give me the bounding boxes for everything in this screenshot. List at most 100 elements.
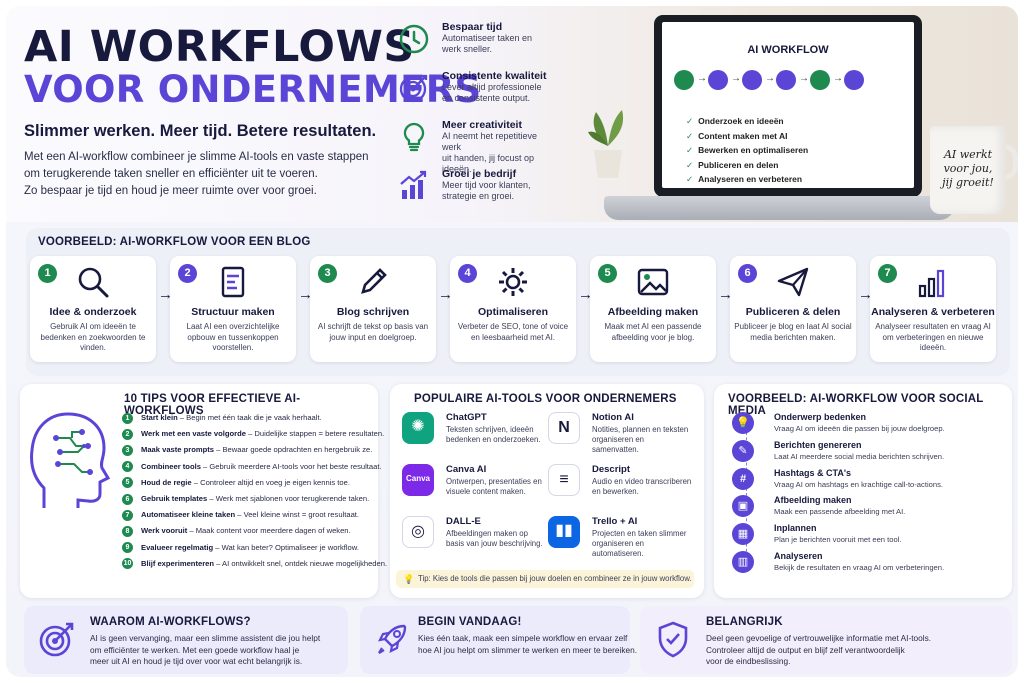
tip-title: Automatiseer kleine taken (141, 510, 236, 520)
social-step-description: Bekijk de resultaten en vraag AI om verb… (774, 563, 945, 572)
tool-description: Projecten en taken slimmer organiseren e… (592, 529, 687, 558)
tip-number: 6 (122, 493, 133, 505)
step-description: Publiceer je blog en laat AI social medi… (734, 322, 852, 342)
tip-title: Blijf experimenteren (141, 558, 215, 568)
checklist-item: ✓Onderzoek en ideeën (686, 114, 808, 129)
benefit-title: Meer creativiteit (442, 119, 522, 131)
step-description: Verbeter de SEO, tone of voice en leesba… (457, 322, 569, 342)
checklist-label: Bewerken en optimaliseren (698, 145, 809, 155)
benefit-desc: werk sneller. (442, 44, 493, 54)
tool-name: ChatGPT (446, 412, 487, 423)
tip-text: – Controleer altijd en voeg je eigen ken… (191, 477, 350, 487)
arrow-icon: → (697, 73, 707, 84)
step-description: Gebruik AI om ideeën te bedenken en zoek… (40, 322, 146, 352)
social-step-description: Laat AI meerdere social media berichten … (774, 451, 945, 461)
arrow-icon: → (833, 73, 843, 84)
tool-description: Teksten schrijven, ideeën bedenken en on… (446, 425, 541, 444)
document-icon (708, 70, 728, 90)
tip-title: Werk vooruit (141, 526, 188, 536)
clock-icon (399, 24, 429, 54)
tip-number: 7 (122, 509, 133, 521)
checklist-label: Analyseren en verbeteren (698, 174, 803, 184)
section-title: 10 TIPS VOOR EFFECTIEVE AI-WORKFLOWS (124, 393, 301, 417)
step-title: Idee & onderzoek (49, 306, 137, 318)
section-title: POPULAIRE AI-TOOLS VOOR ONDERNEMERS (414, 393, 677, 405)
arrow-icon: → (578, 286, 593, 303)
benefit-desc: strategie en groei. (442, 191, 515, 201)
magnifier-icon (78, 267, 109, 298)
step-title: Analyseren & verbeteren (871, 306, 995, 318)
pencil-icon: ✎ (732, 439, 754, 462)
check-icon: ✓ (686, 116, 694, 126)
box-line: om efficiënter te werken. Met een goede … (90, 644, 300, 655)
benefit-growth: Groei je bedrijf Meer tijd voor klanten,… (398, 168, 558, 216)
arrow-icon: → (799, 73, 809, 84)
tip-title: Combineer tools (141, 461, 201, 471)
benefit-desc: Automatiseer taken en (442, 33, 533, 43)
benefits-list: Bespaar tijd Automatiseer taken en werk … (398, 20, 558, 216)
tip-number: 3 (122, 444, 133, 456)
tip-text: – Maak content voor meerdere dagen of we… (187, 526, 351, 536)
laptop-screen: AI WORKFLOW → → → → → ✓Onderzoek en idee… (654, 15, 922, 197)
tip-number: 9 (122, 542, 133, 554)
benefit-desc: Meer tijd voor klanten, (442, 180, 531, 190)
social-step-title: Onderwerp bedenken (774, 412, 867, 422)
plant-illustration (588, 110, 624, 178)
box-line: AI is geen vervanging, maar een slimme a… (90, 633, 321, 643)
tip-text: – AI ontwikkelt snel, ontdek nieuwe moge… (214, 558, 388, 568)
lightbulb-icon (403, 122, 425, 152)
step-number: 6 (738, 264, 757, 283)
social-step-title: Hashtags & CTA's (774, 467, 851, 478)
bar-chart-icon (844, 70, 864, 90)
benefit-desc: en consistente output. (442, 93, 531, 103)
important-box: BELANGRIJK Deel geen gevoelige of vertro… (640, 606, 1012, 674)
box-line: voor de eindbeslissing. (706, 656, 791, 666)
tools-panel: POPULAIRE AI-TOOLS VOOR ONDERNEMERS ✺Cha… (390, 384, 704, 598)
title-line-1: AI WORKFLOWS (24, 22, 415, 72)
pencil-icon (361, 268, 387, 294)
box-line: hoe AI jou helpt om slimmer te werken en… (418, 644, 638, 655)
tip-number: 5 (122, 477, 133, 489)
step-description: Laat AI een overzichtelijke opbouw en tu… (186, 322, 280, 352)
tip-number: 1 (122, 412, 133, 424)
benefit-title: Consistente kwaliteit (442, 70, 547, 82)
arrow-icon: → (718, 286, 733, 303)
image-icon (810, 70, 830, 90)
check-icon: ✓ (686, 159, 694, 170)
check-icon: ✓ (686, 174, 694, 184)
benefit-title: Bespaar tijd (442, 21, 503, 33)
mug-handle (1000, 144, 1018, 180)
step-number: 1 (38, 264, 57, 283)
section-title: VOORBEELD: AI-WORKFLOW VOOR EEN BLOG (38, 236, 311, 248)
benefit-desc: AI neemt het repetitieve werk (442, 131, 538, 152)
laptop-keyboard (604, 196, 954, 220)
clock-icon (674, 70, 694, 90)
paper-plane-icon (777, 267, 809, 297)
step-number: 5 (598, 264, 617, 283)
tool-logo-icon: N (548, 412, 580, 444)
check-icon: ✓ (686, 145, 694, 155)
lightbulb-icon: 💡 (732, 412, 754, 434)
intro-line: Met een AI-workflow combineer je slimme … (24, 151, 369, 163)
social-step-title: Inplannen (774, 523, 817, 534)
tool-name: DALL-E (446, 516, 481, 527)
tool-description: Audio en video transcriberen en bewerken… (592, 477, 692, 496)
target-icon (399, 74, 428, 103)
social-workflow-panel: VOORBEELD: AI-WORKFLOW VOOR SOCIAL MEDIA… (714, 384, 1012, 598)
tip-title: Houd de regie (141, 477, 192, 487)
